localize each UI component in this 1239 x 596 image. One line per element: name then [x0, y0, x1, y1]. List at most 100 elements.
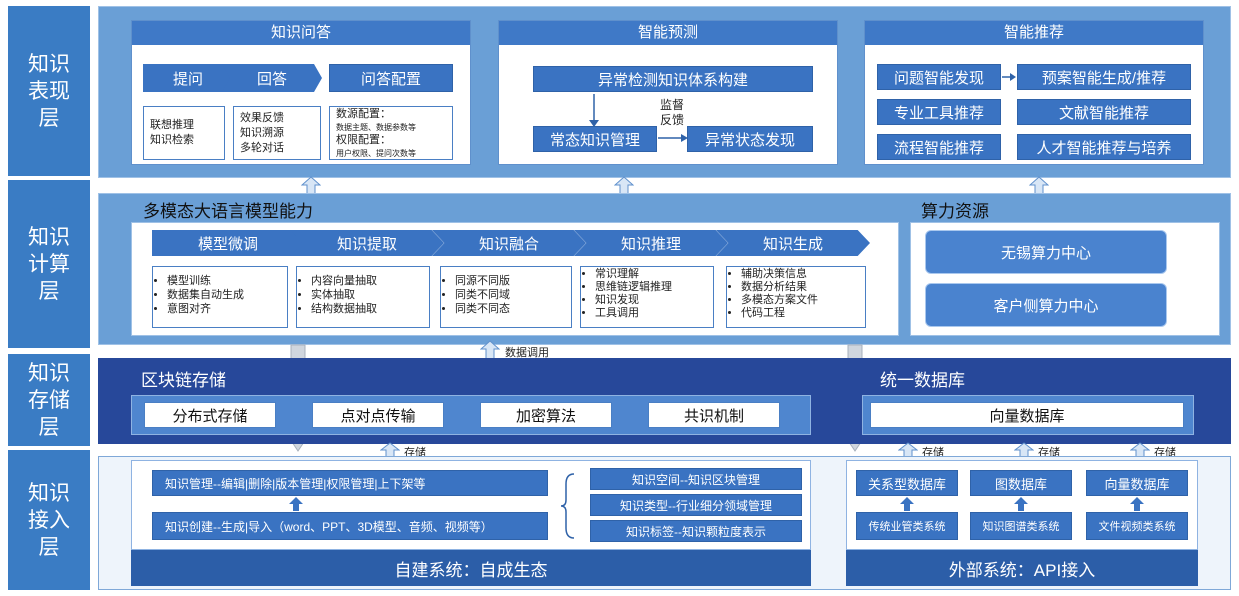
list-item: 模型训练 [167, 274, 283, 288]
recommend-item-problem: 问题智能发现 [877, 64, 1001, 90]
qa-box1-line1: 联想推理 [150, 119, 194, 131]
list-item: 数据分析结果 [741, 281, 861, 294]
recommend-item-tool: 专业工具推荐 [877, 99, 1001, 125]
ext-db-relational: 关系型数据库 [856, 470, 958, 496]
external-system-footer: 外部系统：API接入 [846, 550, 1198, 586]
resource-title: 算力资源 [921, 202, 989, 221]
list-item: 内容向量抽取 [311, 274, 425, 288]
layer-label-computing-text: 知识计算层 [28, 225, 70, 303]
recommend-item-plan: 预案智能生成/推荐 [1017, 64, 1191, 90]
up-arrow-create-to-manage [289, 497, 303, 511]
list-item: 同类不同态 [455, 302, 567, 316]
bc-item-encryption: 加密算法 [480, 402, 612, 428]
resource-wuxi: 无锡算力中心 [925, 230, 1167, 274]
qa-box3-line4: 用户权限、提问次数等 [336, 149, 416, 158]
bracket-brace [560, 473, 575, 539]
qa-config-box: 问答配置 [329, 64, 453, 92]
predict-arrow-down-head [589, 120, 599, 127]
layer-label-storage-text: 知识存储层 [28, 361, 70, 439]
predict-arrows [589, 94, 688, 142]
qa-box-reasoning: 联想推理 知识检索 [143, 106, 225, 160]
up-arrow-data-call [480, 340, 500, 360]
knowledge-type-box: 知识类型--行业细分领域管理 [590, 494, 802, 516]
qa-answer-step: 回答 [222, 64, 322, 92]
list-item: 常识理解 [595, 268, 709, 281]
predict-feedback-text: 反馈 [659, 113, 684, 127]
blockchain-title: 区块链存储 [141, 371, 226, 390]
compute-step-finetune: 模型微调 [152, 230, 304, 256]
qa-box2-line2: 知识溯源 [240, 126, 284, 139]
layer-label-computing: 知识计算层 [8, 180, 90, 348]
layer-label-access: 知识接入层 [8, 450, 90, 590]
predict-normal-box: 常态知识管理 [533, 126, 657, 152]
qa-box3-line3: 权限配置： [336, 134, 391, 146]
knowledge-space-box: 知识空间--知识区块管理 [590, 468, 802, 490]
ext-db-graph: 图数据库 [970, 470, 1072, 496]
layer-label-presentation: 知识表现层 [8, 6, 90, 176]
resource-client: 客户侧算力中心 [925, 283, 1167, 327]
vector-db-box: 向量数据库 [870, 402, 1184, 428]
predict-monitor-text: 监督 [659, 98, 684, 112]
data-call-label: 数据调用 [505, 347, 549, 359]
knowledge-manage-box: 知识管理--编辑|删除|版本管理|权限管理|上下架等 [152, 470, 548, 496]
qa-ask-step: 提问 [143, 64, 233, 92]
compute-list-reasoning: 常识理解 思维链逻辑推理 知识发现 工具调用 [580, 266, 714, 328]
qa-box3-line1: 数源配置： [336, 108, 391, 120]
compute-list-extract: 内容向量抽取 实体抽取 结构数据抽取 [296, 266, 430, 328]
self-system-footer: 自建系统：自成生态 [131, 550, 811, 586]
up-arrow-ext-2 [1014, 497, 1028, 511]
ext-system-kg: 知识图谱类系统 [970, 512, 1072, 540]
compute-list-finetune: 模型训练 数据集自动生成 意图对齐 [152, 266, 288, 328]
up-arrow-ext-3 [1130, 497, 1144, 511]
qa-box3-line2: 数据主题、数据参数等 [336, 123, 416, 132]
list-item: 实体抽取 [311, 288, 425, 302]
predict-build-box: 异常检测知识体系构建 [533, 66, 813, 92]
compute-step-generate: 知识生成 [716, 230, 870, 256]
up-arrow-ext-1 [900, 497, 914, 511]
list-item: 知识发现 [595, 294, 709, 307]
recommend-arrow-head [1010, 73, 1016, 81]
recommend-item-process: 流程智能推荐 [877, 134, 1001, 160]
recommend-item-talent: 人才智能推荐与培养 [1017, 134, 1191, 160]
layer-label-storage: 知识存储层 [8, 354, 90, 446]
bc-item-consensus: 共识机制 [648, 402, 780, 428]
qa-box2-line3: 多轮对话 [240, 141, 284, 154]
recommend-item-literature: 文献智能推荐 [1017, 99, 1191, 125]
qa-title: 知识问答 [132, 21, 470, 45]
predict-title: 智能预测 [499, 21, 837, 45]
ext-system-traditional: 传统业管类系统 [856, 512, 958, 540]
list-item: 意图对齐 [167, 302, 283, 316]
predict-monitor-label: 监督 反馈 [652, 98, 692, 128]
predict-abnormal-box: 异常状态发现 [687, 126, 813, 152]
qa-box1-line2: 知识检索 [150, 134, 194, 146]
compute-step-extract: 知识提取 [290, 230, 444, 256]
list-item: 工具调用 [595, 307, 709, 320]
layer-label-presentation-text: 知识表现层 [28, 52, 70, 130]
compute-title: 多模态大语言模型能力 [143, 202, 313, 221]
qa-box-feedback: 效果反馈 知识溯源 多轮对话 [233, 106, 321, 160]
list-item: 同类不同域 [455, 288, 567, 302]
list-item: 结构数据抽取 [311, 302, 425, 316]
unified-db-title: 统一数据库 [880, 371, 965, 390]
recommend-title: 智能推荐 [865, 21, 1203, 45]
recommend-card: 智能推荐 [864, 20, 1204, 165]
list-item: 代码工程 [741, 307, 861, 320]
layer-label-access-text: 知识接入层 [28, 481, 70, 559]
compute-step-reasoning: 知识推理 [574, 230, 728, 256]
list-item: 数据集自动生成 [167, 288, 283, 302]
qa-box-config: 数源配置： 数据主题、数据参数等 权限配置： 用户权限、提问次数等 [329, 106, 453, 160]
qa-box2-line1: 效果反馈 [240, 111, 284, 124]
knowledge-create-box: 知识创建--生成|导入（word、PPT、3D模型、音频、视频等） [152, 512, 548, 540]
compute-list-generate: 辅助决策信息 数据分析结果 多模态方案文件 代码工程 [726, 266, 866, 328]
list-item: 辅助决策信息 [741, 268, 861, 281]
compute-list-fusion: 同源不同版 同类不同域 同类不同态 [440, 266, 572, 328]
ext-system-file-video: 文件视频类系统 [1086, 512, 1188, 540]
bc-item-distributed: 分布式存储 [144, 402, 276, 428]
list-item: 思维链逻辑推理 [595, 281, 709, 294]
bc-item-p2p: 点对点传输 [312, 402, 444, 428]
compute-step-fusion: 知识融合 [432, 230, 586, 256]
recommend-arrow [1002, 73, 1016, 81]
knowledge-tag-box: 知识标签--知识颗粒度表示 [590, 520, 802, 542]
list-item: 多模态方案文件 [741, 294, 861, 307]
predict-arrow-right-head [681, 134, 688, 142]
